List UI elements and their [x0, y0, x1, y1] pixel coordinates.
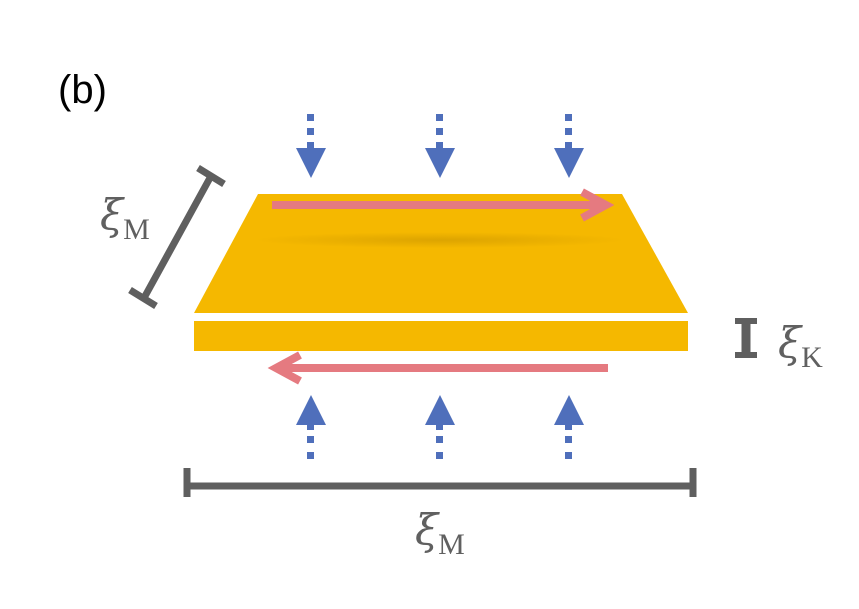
pressure-arrow-up-3 — [554, 395, 584, 459]
depth-subscript: M — [123, 213, 150, 246]
width-subscript: M — [438, 528, 465, 561]
width-label: ξM — [415, 505, 465, 561]
pressure-arrow-down-1 — [296, 114, 326, 178]
depth-label: ξM — [100, 190, 150, 246]
panel-label: (b) — [58, 68, 107, 112]
width-bracket — [183, 468, 697, 497]
pressure-arrow-up-2 — [425, 395, 455, 459]
bottom-slab — [194, 321, 688, 351]
flow-arrow-left — [267, 351, 608, 385]
width-symbol: ξ — [415, 505, 439, 554]
thickness-bracket — [735, 318, 757, 358]
thickness-symbol: ξ — [778, 318, 802, 367]
pressure-arrows-down — [296, 114, 584, 178]
depth-symbol: ξ — [100, 190, 124, 239]
top-slab — [194, 194, 688, 313]
pressure-arrow-up-1 — [296, 395, 326, 459]
depth-bracket — [128, 165, 226, 309]
thickness-subscript: K — [801, 341, 823, 374]
thickness-label: ξK — [778, 318, 823, 374]
flow-arrow-right — [272, 188, 615, 222]
pressure-arrow-down-3 — [554, 114, 584, 178]
pressure-arrow-down-2 — [425, 114, 455, 178]
pressure-arrows-up — [296, 395, 584, 459]
